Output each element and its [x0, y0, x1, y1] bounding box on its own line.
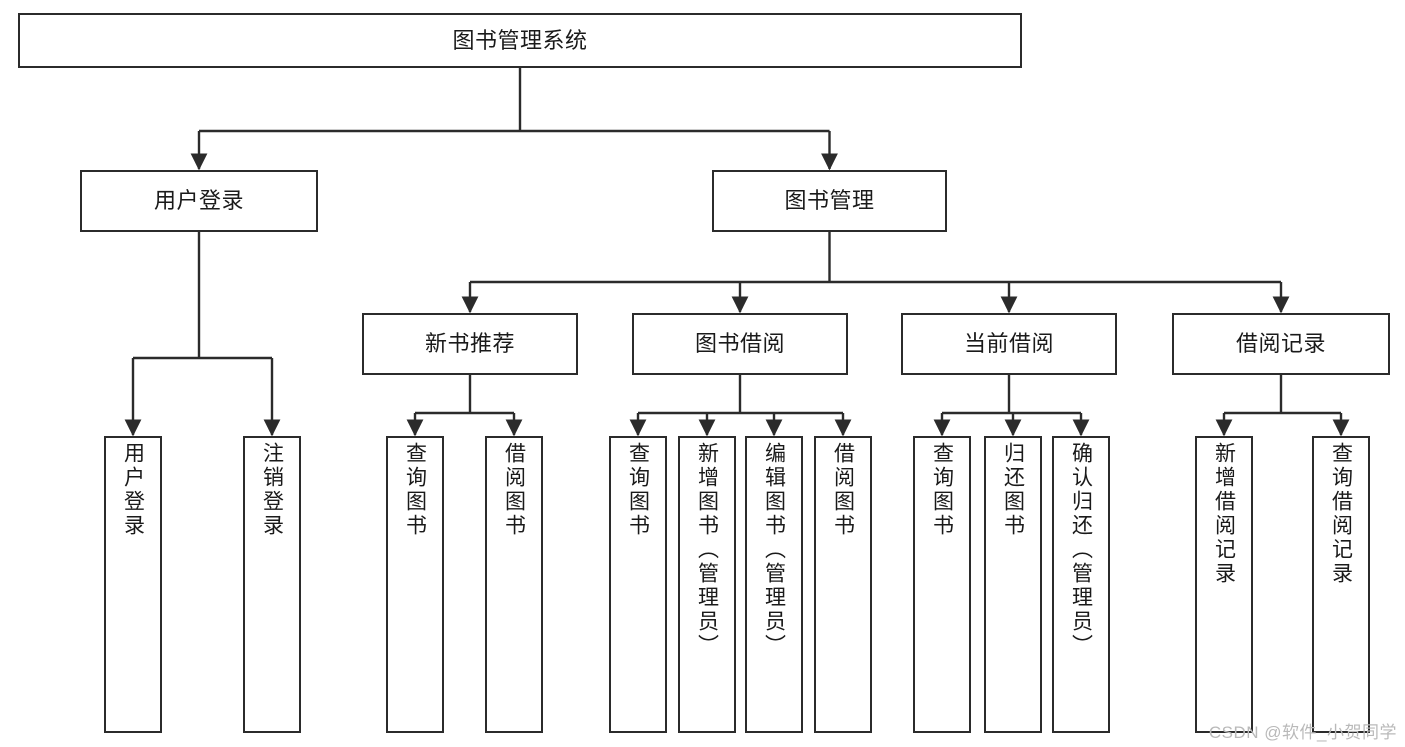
node-user-login-label: 用户登录: [153, 188, 244, 214]
leaf-borrow-book-b-label: 借阅图书: [831, 442, 855, 538]
leaf-logout[interactable]: 注销登录: [243, 436, 301, 733]
leaf-add-borrow-record[interactable]: 新增借阅记录: [1195, 436, 1253, 733]
leaf-query-book-c[interactable]: 查询图书: [913, 436, 971, 733]
leaf-user-login[interactable]: 用户登录: [104, 436, 162, 733]
node-book-management-label: 图书管理: [784, 188, 875, 214]
leaf-return-book-label: 归还图书: [1001, 442, 1025, 538]
node-book-borrow[interactable]: 图书借阅: [632, 313, 848, 375]
leaf-query-book-b[interactable]: 查询图书: [609, 436, 667, 733]
node-root-label: 图书管理系统: [452, 27, 588, 53]
leaf-confirm-return-admin[interactable]: 确认归还（管理员）: [1052, 436, 1110, 733]
leaf-query-borrow-record-label: 查询借阅记录: [1329, 442, 1353, 586]
node-current-borrow-label: 当前借阅: [963, 331, 1054, 357]
leaf-borrow-book-b[interactable]: 借阅图书: [814, 436, 872, 733]
leaf-query-book-a[interactable]: 查询图书: [386, 436, 444, 733]
node-new-book-recommend-label: 新书推荐: [424, 331, 515, 357]
leaf-confirm-return-admin-label: 确认归还（管理员）: [1069, 442, 1093, 658]
leaf-add-book-admin[interactable]: 新增图书（管理员）: [678, 436, 736, 733]
node-borrow-record[interactable]: 借阅记录: [1172, 313, 1390, 375]
leaf-edit-book-admin-label: 编辑图书（管理员）: [762, 442, 786, 658]
node-current-borrow[interactable]: 当前借阅: [901, 313, 1117, 375]
leaf-query-borrow-record[interactable]: 查询借阅记录: [1312, 436, 1370, 733]
leaf-logout-label: 注销登录: [260, 442, 284, 538]
leaf-query-book-c-label: 查询图书: [930, 442, 954, 538]
leaf-add-book-admin-label: 新增图书（管理员）: [695, 442, 719, 658]
node-user-login[interactable]: 用户登录: [80, 170, 318, 232]
node-book-management[interactable]: 图书管理: [712, 170, 947, 232]
leaf-return-book[interactable]: 归还图书: [984, 436, 1042, 733]
leaf-query-book-b-label: 查询图书: [626, 442, 650, 538]
csdn-watermark: CSDN @软件_小贺同学: [1208, 723, 1397, 742]
leaf-user-login-label: 用户登录: [121, 442, 145, 538]
node-root[interactable]: 图书管理系统: [18, 13, 1022, 68]
leaf-borrow-book-a[interactable]: 借阅图书: [485, 436, 543, 733]
leaf-edit-book-admin[interactable]: 编辑图书（管理员）: [745, 436, 803, 733]
node-new-book-recommend[interactable]: 新书推荐: [362, 313, 578, 375]
leaf-borrow-book-a-label: 借阅图书: [502, 442, 526, 538]
leaf-query-book-a-label: 查询图书: [403, 442, 427, 538]
leaf-add-borrow-record-label: 新增借阅记录: [1212, 442, 1236, 586]
node-borrow-record-label: 借阅记录: [1235, 331, 1326, 357]
node-book-borrow-label: 图书借阅: [694, 331, 785, 357]
